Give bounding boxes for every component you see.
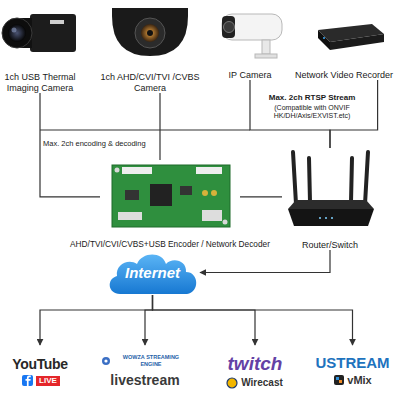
router-led: [325, 217, 327, 219]
small-chip: [125, 190, 139, 200]
device-caption: Router/Switch: [302, 240, 358, 250]
router-led: [331, 217, 333, 219]
nvr-node: Network Video Recorder: [288, 5, 400, 80]
logo-text: livestream: [110, 372, 179, 388]
connector-line: [153, 295, 353, 345]
board-connector: [196, 167, 222, 174]
mount-hole: [115, 168, 120, 173]
platform-logo: USTREAM vMix: [310, 345, 395, 397]
platform-logo: YouTubeLIVE: [5, 345, 75, 397]
platform-logo: twitchWirecast: [210, 345, 300, 397]
lens-glass: [141, 24, 159, 42]
logo-text: YouTube: [12, 356, 68, 372]
nvr-front: [318, 30, 330, 50]
cloud-label: Internet: [125, 264, 180, 281]
platform-logo: WOWZA STREAMING ENGINE livestream: [100, 345, 190, 397]
bullet-front: [222, 16, 235, 38]
connector-line: [159, 93, 160, 160]
capacitor: [202, 190, 208, 196]
nvr-led: [323, 37, 325, 39]
device-caption: IP Camera: [229, 70, 272, 80]
lens-glass: [8, 24, 26, 42]
dome-housing: [112, 8, 188, 56]
device-caption: Network Video Recorder: [295, 70, 393, 80]
connector-line: [153, 295, 256, 345]
camera-sticker: [50, 20, 64, 24]
wowza-icon-center: [104, 359, 107, 362]
soc-chip: [150, 184, 172, 206]
connector-line: [330, 80, 378, 148]
encoding-note: Max. 2ch encoding & decoding: [43, 140, 183, 149]
vmix-icon-cell: [339, 380, 342, 383]
antenna: [309, 158, 310, 202]
analog-camera-node: 1ch AHD/CVI/TVI /CVBS Camera: [100, 5, 200, 93]
camera-lens: [135, 18, 165, 48]
lens-highlight: [12, 28, 17, 33]
bullet-body: [222, 14, 282, 40]
router-led: [319, 217, 321, 219]
nvr-side: [330, 34, 384, 50]
connector-line: [240, 196, 282, 197]
vmix-icon-cell: [336, 377, 339, 380]
device-caption: AHD/TVI/CVI/CVBS+USB Encoder / Network D…: [70, 240, 270, 250]
logo-text: WOWZA STREAMING ENGINE: [112, 354, 190, 367]
logo-text: twitch: [228, 354, 283, 373]
wirecast-icon: [227, 378, 237, 388]
vmix-icon: [334, 375, 344, 385]
camera-mount: [262, 40, 270, 54]
encoder-board-node: AHD/TVI/CVI/CVBS+USB Encoder / Network D…: [100, 160, 240, 250]
router-node: Router/Switch: [282, 148, 378, 250]
board-port: [118, 212, 142, 220]
connector-line: [200, 250, 330, 273]
internet-cloud: Internet: [105, 250, 200, 295]
connector-line: [40, 93, 100, 197]
logo-text: LIVE: [36, 376, 60, 387]
camera-lens: [2, 18, 32, 48]
cloud-outline: [110, 255, 196, 294]
device-caption: 1ch USB Thermal Imaging Camera: [2, 72, 78, 93]
router-body: [288, 209, 374, 226]
facebook-glyph: [26, 376, 31, 386]
board-port: [202, 210, 222, 221]
mount-base: [255, 54, 277, 58]
lens-center: [147, 30, 153, 36]
connector-line: [145, 295, 153, 345]
ip-camera-node: IP Camera: [215, 5, 285, 80]
memory-chip: [180, 186, 192, 195]
thermal-camera-node: 1ch USB Thermal Imaging Camera: [2, 5, 78, 93]
facebook-icon: [22, 375, 33, 386]
wowza-icon: [102, 357, 110, 365]
device-caption: 1ch AHD/CVI/TVI /CVBS Camera: [100, 72, 200, 93]
camera-body: [30, 14, 76, 52]
capacitor: [211, 190, 217, 196]
connector-line: [40, 295, 153, 345]
antenna: [293, 152, 296, 204]
antenna: [365, 152, 368, 204]
connector-line: [250, 80, 330, 148]
stream-note: Max. 2ch RTSP Stream: [258, 93, 366, 102]
logo-text: USTREAM: [315, 355, 389, 370]
mount-hole: [223, 220, 228, 225]
board-connector: [122, 167, 152, 174]
pcb-board: [112, 165, 230, 227]
logo-text: Wirecast: [241, 377, 283, 389]
compatibility-note: (Compatible with ONVIF HK/DH/Axis/EXVIST…: [258, 104, 366, 120]
antenna: [351, 158, 352, 202]
camera-lens: [224, 22, 235, 33]
router-top: [288, 200, 374, 209]
bus-line: [40, 129, 250, 130]
logo-text: vMix: [347, 374, 371, 387]
